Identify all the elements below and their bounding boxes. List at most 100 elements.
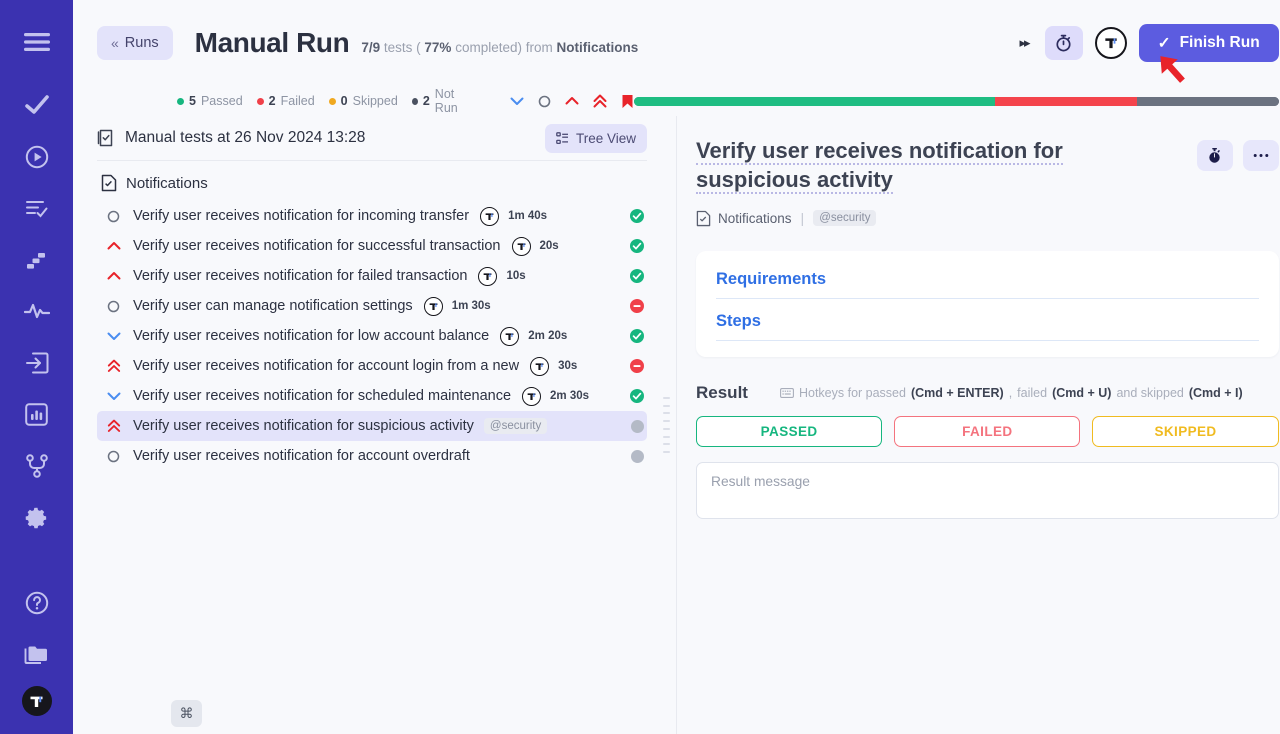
activity-pulse-icon[interactable] — [17, 292, 57, 332]
result-message-input[interactable] — [696, 461, 1279, 519]
table-row[interactable]: Verify user can manage notification sett… — [97, 291, 647, 321]
test-tag: @security — [483, 418, 548, 434]
stopwatch-icon — [1209, 147, 1220, 163]
check-icon: ✓ — [1157, 34, 1171, 52]
table-row[interactable]: Verify user receives notification for ac… — [97, 441, 647, 471]
detail-header: Verify user receives notification for su… — [696, 136, 1279, 195]
table-row[interactable]: Verify user receives notification for in… — [97, 201, 647, 231]
legend-count-notrun: 2 — [422, 94, 430, 108]
fast-forward-icon[interactable]: ▸▸ — [1019, 35, 1031, 50]
hotkeys-hint: Hotkeys for passed (Cmd + ENTER) , faile… — [780, 386, 1243, 400]
test-name: Verify user receives notification for ac… — [133, 358, 520, 374]
test-list-title: Manual tests at 26 Nov 2024 13:28 — [125, 129, 366, 146]
test-name: Verify user can manage notification sett… — [133, 298, 413, 314]
timer-button[interactable] — [1044, 26, 1083, 60]
detail-breadcrumb: Notifications | @security — [696, 210, 1279, 227]
chart-icon[interactable] — [17, 395, 57, 435]
legend-label-notrun: Not Run — [434, 87, 458, 115]
test-name: Verify user receives notification for lo… — [133, 328, 490, 344]
legend-count-skipped: 0 — [340, 94, 348, 108]
help-circle-icon[interactable] — [17, 583, 57, 623]
tree-view-icon — [556, 131, 568, 144]
detail-title[interactable]: Verify user receives notification for su… — [696, 138, 1063, 195]
table-row[interactable]: Verify user receives notification for fa… — [97, 261, 647, 291]
stopwatch-icon — [1056, 34, 1071, 52]
assignee-avatar — [480, 206, 500, 226]
tree-view-button[interactable]: Tree View — [544, 123, 647, 153]
result-failed-button[interactable]: FAILED — [894, 415, 1081, 447]
finish-run-label: Finish Run — [1179, 34, 1260, 51]
priority-blocker-icon[interactable] — [621, 94, 634, 109]
suite-row[interactable]: Notifications — [97, 161, 657, 201]
back-to-runs-button[interactable]: « Runs — [97, 26, 173, 60]
user-badge-button[interactable] — [1094, 27, 1127, 59]
test-name: Verify user receives notification for sc… — [133, 388, 512, 404]
status-badge — [627, 239, 647, 253]
finish-run-button[interactable]: ✓ Finish Run — [1138, 24, 1279, 62]
status-badge — [627, 359, 647, 373]
table-row[interactable]: Verify user receives notification for ac… — [97, 351, 647, 381]
content-split: Manual tests at 26 Nov 2024 13:28 Tree V… — [73, 116, 1280, 734]
table-row[interactable]: Verify user receives notification for su… — [97, 411, 647, 441]
detail-actions — [1196, 136, 1279, 171]
progress-passed-segment — [634, 96, 996, 106]
hotkeys-failed-word: failed — [1017, 385, 1048, 400]
requirements-link[interactable]: Requirements — [716, 270, 1259, 299]
result-header: Result Hotkeys for passed (Cmd + ENTER) … — [696, 383, 1279, 403]
test-duration: 1m 40s — [508, 210, 548, 222]
stopwatch-button[interactable] — [1196, 140, 1233, 171]
hotkey-skipped: (Cmd + I) — [1188, 385, 1243, 400]
pane-splitter[interactable] — [657, 116, 677, 734]
folder-icon[interactable] — [17, 635, 57, 675]
detail-sections-card: Requirements Steps — [696, 250, 1279, 357]
chevron-left-double-icon: « — [111, 35, 119, 51]
check-icon[interactable] — [17, 85, 57, 125]
test-list-pane: Manual tests at 26 Nov 2024 13:28 Tree V… — [73, 116, 657, 734]
play-circle-icon[interactable] — [17, 137, 57, 177]
legend-count-failed: 2 — [268, 94, 276, 108]
table-row[interactable]: Verify user receives notification for lo… — [97, 321, 647, 351]
test-duration: 2m 20s — [528, 330, 568, 342]
legend-item: 0 Skipped — [328, 94, 398, 108]
result-passed-button[interactable]: PASSED — [696, 415, 883, 447]
progress-notrun-segment — [1136, 96, 1279, 106]
test-rows: Verify user receives notification for in… — [97, 201, 657, 471]
table-row[interactable]: Verify user receives notification for sc… — [97, 381, 647, 411]
table-row[interactable]: Verify user receives notification for su… — [97, 231, 647, 261]
breadcrumb-suite[interactable]: Notifications — [718, 210, 792, 226]
menu-icon[interactable] — [17, 22, 57, 62]
login-arrow-icon[interactable] — [17, 343, 57, 383]
hotkey-passed: (Cmd + ENTER) — [910, 385, 1004, 400]
manual-tests-icon — [97, 129, 113, 147]
status-badge — [627, 269, 647, 283]
status-bar: 5 Passed 2 Failed 0 Skipped 2 Not Run — [73, 86, 1280, 116]
result-title: Result — [696, 382, 748, 402]
priority-critical-icon[interactable] — [593, 94, 607, 108]
run-meta-count: 7/9 — [361, 39, 381, 55]
test-detail-pane: Verify user receives notification for su… — [677, 116, 1280, 734]
priority-medium-icon[interactable] — [538, 95, 551, 108]
steps-link[interactable]: Steps — [716, 312, 1259, 341]
priority-medium-icon — [107, 210, 133, 223]
git-branch-icon[interactable] — [17, 446, 57, 486]
status-badge — [627, 389, 647, 403]
list-divider — [97, 160, 647, 161]
result-skipped-button[interactable]: SKIPPED — [1092, 415, 1279, 447]
priority-low-icon[interactable] — [510, 96, 524, 106]
breadcrumb-separator: | — [800, 210, 805, 227]
test-duration: 1m 30s — [451, 300, 491, 312]
run-meta-percent: 77% — [424, 39, 452, 55]
gear-icon[interactable] — [17, 498, 57, 538]
test-duration: 20s — [539, 240, 559, 252]
hotkeys-and-word: and skipped — [1116, 385, 1184, 400]
more-options-button[interactable] — [1242, 140, 1279, 171]
result-buttons: PASSED FAILED SKIPPED — [696, 415, 1279, 447]
run-meta-completed-word: completed) from — [455, 39, 553, 55]
priority-high-icon[interactable] — [565, 96, 579, 106]
avatar[interactable] — [21, 686, 52, 716]
steps-icon[interactable] — [17, 240, 57, 280]
legend-label-skipped: Skipped — [352, 94, 398, 108]
list-check-icon[interactable] — [17, 189, 57, 229]
status-badge — [627, 209, 647, 223]
command-key-badge[interactable]: ⌘ — [171, 700, 202, 727]
